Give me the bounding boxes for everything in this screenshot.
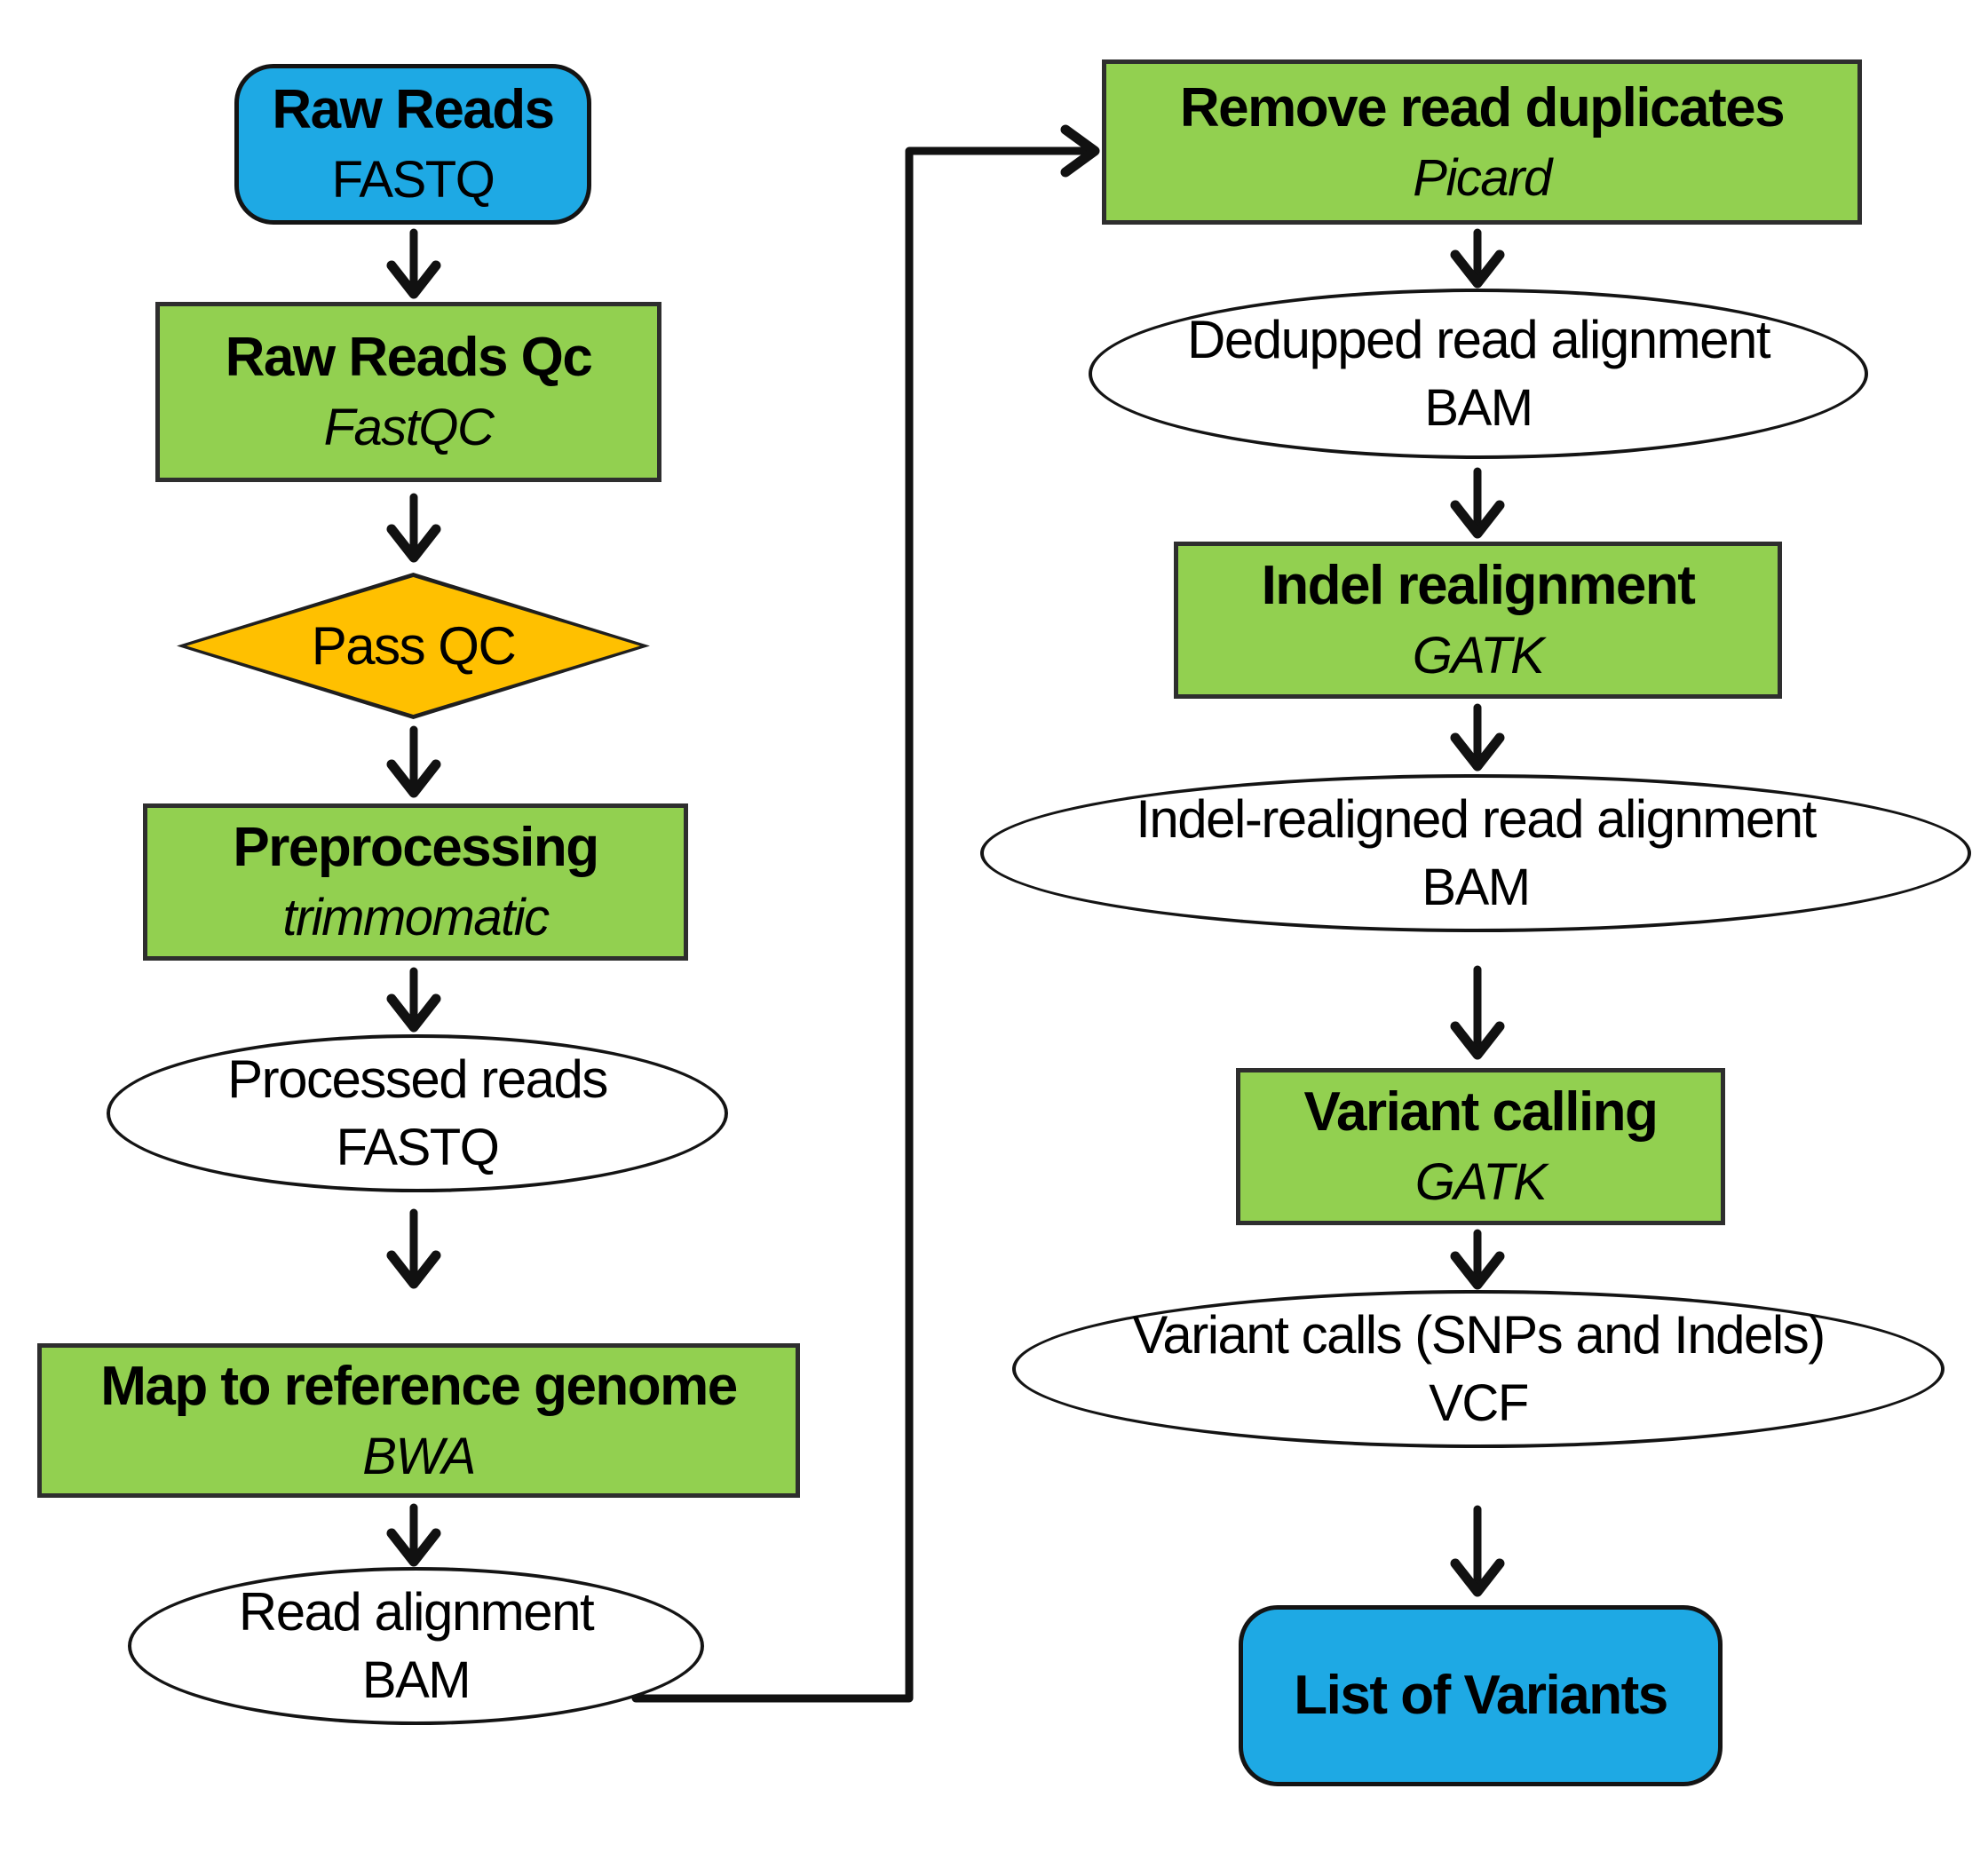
node-title: Raw Reads Qc [225, 327, 593, 389]
node-subtitle: GATK [1412, 627, 1545, 685]
node-subtitle: BAM [1422, 859, 1531, 917]
node-title: Remove read duplicates [1179, 76, 1786, 139]
arrowhead-icon [386, 524, 441, 563]
arrowhead-icon [1060, 124, 1100, 178]
arrowhead-icon [386, 1528, 441, 1567]
node-title: Preprocessing [233, 817, 599, 879]
node-title: Map to reference genome [100, 1355, 738, 1417]
node-title: Processed reads [227, 1049, 608, 1110]
node-subtitle: FASTQ [336, 1119, 500, 1177]
arrowhead-icon [1450, 1021, 1505, 1060]
node-title: Indel-realigned read alignment [1136, 789, 1817, 850]
node-read-alignment: Read alignment BAM [128, 1567, 704, 1725]
node-remove-read-duplicates: Remove read duplicates Picard [1102, 59, 1862, 225]
node-title: Indel realignment [1261, 555, 1696, 617]
node-subtitle: BAM [361, 1651, 471, 1710]
node-list-of-variants: List of Variants [1239, 1605, 1723, 1786]
arrowhead-icon [1450, 500, 1505, 539]
arrowhead-icon [1450, 1558, 1505, 1597]
node-map-to-reference-genome: Map to reference genome BWA [37, 1343, 800, 1498]
arrowhead-icon [386, 260, 441, 299]
node-title: Variant calls (SNPs and Indels) [1132, 1305, 1826, 1365]
node-subtitle: VCF [1429, 1374, 1529, 1433]
arrowhead-icon [386, 759, 441, 798]
node-subtitle: FastQC [323, 399, 495, 457]
node-raw-reads-qc: Raw Reads Qc FastQC [155, 302, 661, 482]
node-variant-calls: Variant calls (SNPs and Indels) VCF [1012, 1290, 1944, 1448]
arrowhead-icon [1450, 732, 1505, 772]
arrowhead-icon [386, 993, 441, 1033]
node-subtitle: GATK [1414, 1153, 1548, 1212]
node-raw-reads: Raw Reads FASTQ [234, 64, 591, 225]
node-subtitle: BWA [362, 1427, 476, 1485]
node-indel-realigned-read-alignment: Indel-realigned read alignment BAM [980, 774, 1971, 932]
arrowhead-icon [386, 1250, 441, 1289]
node-subtitle: FASTQ [331, 151, 495, 210]
node-preprocessing: Preprocessing trimmomatic [143, 803, 688, 961]
node-title: Read alignment [238, 1582, 595, 1642]
node-title: Dedupped read alignment [1187, 310, 1771, 370]
node-subtitle: BAM [1424, 379, 1533, 438]
node-title: Pass QC [311, 615, 517, 676]
node-title: List of Variants [1294, 1665, 1668, 1727]
node-variant-calling: Variant calling GATK [1236, 1068, 1725, 1225]
node-indel-realignment: Indel realignment GATK [1174, 542, 1782, 699]
node-pass-qc: Pass QC [177, 573, 650, 719]
arrowhead-icon [1450, 249, 1505, 289]
node-subtitle: trimmomatic [282, 889, 550, 947]
arrowhead-icon [1450, 1251, 1505, 1290]
node-processed-reads: Processed reads FASTQ [107, 1034, 728, 1192]
node-title: Variant calling [1303, 1081, 1659, 1144]
node-title: Raw Reads [272, 79, 555, 141]
node-subtitle: Picard [1413, 148, 1552, 207]
node-dedupped-read-alignment: Dedupped read alignment BAM [1089, 289, 1868, 459]
